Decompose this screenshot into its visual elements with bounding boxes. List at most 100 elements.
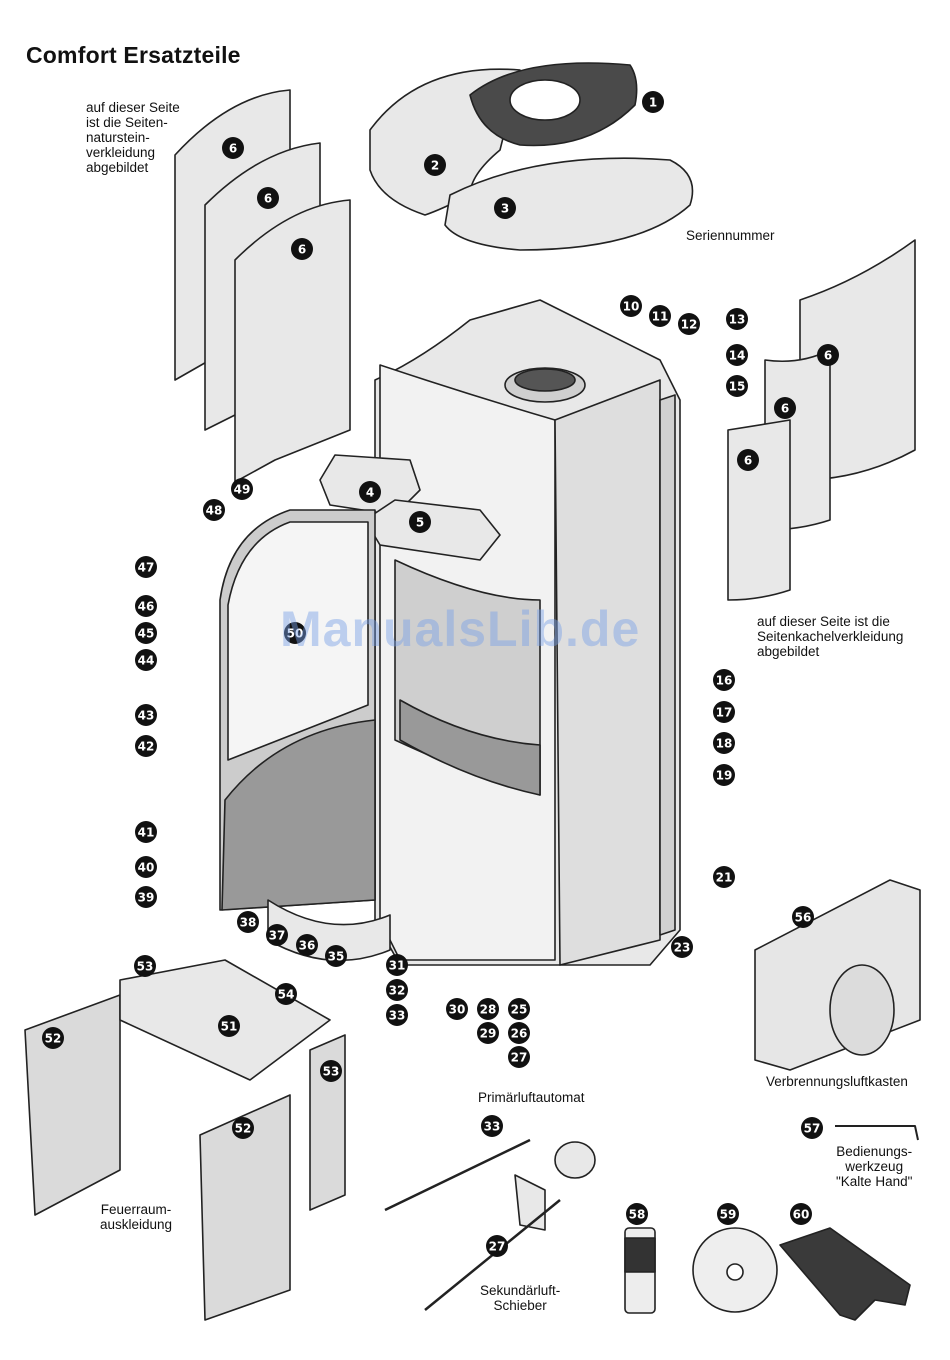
- tile-cladding-note: auf dieser Seite ist die Seitenkachelver…: [757, 614, 904, 659]
- part-marker-circle: [713, 866, 735, 888]
- part-marker-23: 23: [671, 936, 693, 958]
- part-marker-circle: [477, 1022, 499, 1044]
- part-marker-circle: [135, 556, 157, 578]
- part-marker-circle: [774, 397, 796, 419]
- part-marker-45: 45: [135, 622, 157, 644]
- part-marker-16: 16: [713, 669, 735, 691]
- part-marker-circle: [257, 187, 279, 209]
- part-marker-37: 37: [266, 924, 288, 946]
- part-marker-52: 52: [232, 1117, 254, 1139]
- part-marker-47: 47: [135, 556, 157, 578]
- part-number-label: 49: [234, 483, 251, 497]
- part-number-label: 53: [137, 960, 154, 974]
- part-marker-57: 57: [801, 1117, 823, 1139]
- part-marker-29: 29: [477, 1022, 499, 1044]
- part-marker-38: 38: [237, 911, 259, 933]
- part-marker-2: 2: [424, 154, 446, 176]
- part-number-label: 25: [511, 1003, 528, 1017]
- part-number-label: 37: [269, 929, 286, 943]
- door-lower-panel: [221, 719, 376, 911]
- part-number-label: 52: [235, 1122, 252, 1136]
- part-marker-39: 39: [135, 886, 157, 908]
- part-marker-circle: [424, 154, 446, 176]
- part-number-label: 33: [484, 1120, 501, 1134]
- part-marker-circle: [325, 945, 347, 967]
- part-number-label: 27: [511, 1051, 528, 1065]
- part-marker-48: 48: [203, 499, 225, 521]
- part-number-label: 35: [328, 950, 345, 964]
- part-marker-circle: [726, 308, 748, 330]
- part-number-label: 54: [278, 988, 295, 1002]
- part-marker-60: 60: [790, 1203, 812, 1225]
- part-marker-circle: [232, 1117, 254, 1139]
- part-number-label: 6: [781, 402, 789, 416]
- natural-stone-note: auf dieser Seite ist die Seiten- naturst…: [86, 100, 180, 175]
- part-marker-25: 25: [508, 998, 530, 1020]
- part-marker-circle: [508, 1046, 530, 1068]
- serial-number-label: Seriennummer: [686, 228, 775, 243]
- stove-right-side: [554, 379, 661, 966]
- part-marker-circle: [386, 979, 408, 1001]
- part-marker-circle: [508, 1022, 530, 1044]
- part-marker-35: 35: [325, 945, 347, 967]
- part-marker-18: 18: [713, 732, 735, 754]
- part-marker-59: 59: [717, 1203, 739, 1225]
- part-marker-14: 14: [726, 344, 748, 366]
- part-number-label: 53: [323, 1065, 340, 1079]
- side-strip-14: [659, 394, 676, 936]
- part-marker-12: 12: [678, 313, 700, 335]
- part-marker-27: 27: [486, 1235, 508, 1257]
- part-marker-circle: [135, 821, 157, 843]
- part-number-label: 31: [389, 959, 406, 973]
- part-marker-41: 41: [135, 821, 157, 843]
- part-marker-21: 21: [713, 866, 735, 888]
- part-marker-circle: [320, 1060, 342, 1082]
- part-number-label: 39: [138, 891, 155, 905]
- part-marker-10: 10: [620, 295, 642, 317]
- part-marker-19: 19: [713, 764, 735, 786]
- part-marker-40: 40: [135, 856, 157, 878]
- part-marker-circle: [134, 955, 156, 977]
- firebox-lining-label: Feuerraum- auskleidung: [100, 1202, 173, 1232]
- part-marker-circle: [717, 1203, 739, 1225]
- part-number-label: 6: [744, 454, 752, 468]
- part-marker-6: 6: [222, 137, 244, 159]
- part-number-label: 52: [45, 1032, 62, 1046]
- part-marker-circle: [446, 998, 468, 1020]
- part-marker-6: 6: [737, 449, 759, 471]
- part-marker-32: 32: [386, 979, 408, 1001]
- part-marker-33: 33: [481, 1115, 503, 1137]
- part-number-label: 27: [489, 1240, 506, 1254]
- part-number-label: 26: [511, 1027, 528, 1041]
- part-marker-33: 33: [386, 1004, 408, 1026]
- part-marker-6: 6: [257, 187, 279, 209]
- part-number-label: 43: [138, 709, 155, 723]
- part-marker-circle: [737, 449, 759, 471]
- part-number-label: 17: [716, 706, 733, 720]
- part-marker-circle: [135, 622, 157, 644]
- secondary-air-plate: [514, 1174, 546, 1231]
- part-number-label: 6: [298, 243, 306, 257]
- part-marker-circle: [386, 954, 408, 976]
- part-number-label: 6: [824, 349, 832, 363]
- part-marker-27: 27: [508, 1046, 530, 1068]
- part-marker-6: 6: [291, 238, 313, 260]
- lining-52-left: [24, 994, 121, 1216]
- part-marker-15: 15: [726, 375, 748, 397]
- part-number-label: 1: [649, 96, 657, 110]
- part-marker-circle: [713, 669, 735, 691]
- primary-air-disc: [554, 1141, 596, 1179]
- firebox-bowl: [399, 699, 541, 796]
- part-marker-circle: [790, 1203, 812, 1225]
- part-marker-circle: [726, 375, 748, 397]
- part-marker-circle: [678, 313, 700, 335]
- part-number-label: 45: [138, 627, 155, 641]
- part-marker-circle: [275, 983, 297, 1005]
- secondary-air-label: Sekundärluft- Schieber: [480, 1283, 561, 1313]
- part-marker-circle: [508, 998, 530, 1020]
- part-marker-circle: [135, 735, 157, 757]
- part-marker-circle: [486, 1235, 508, 1257]
- part-marker-circle: [386, 1004, 408, 1026]
- part-marker-circle: [135, 595, 157, 617]
